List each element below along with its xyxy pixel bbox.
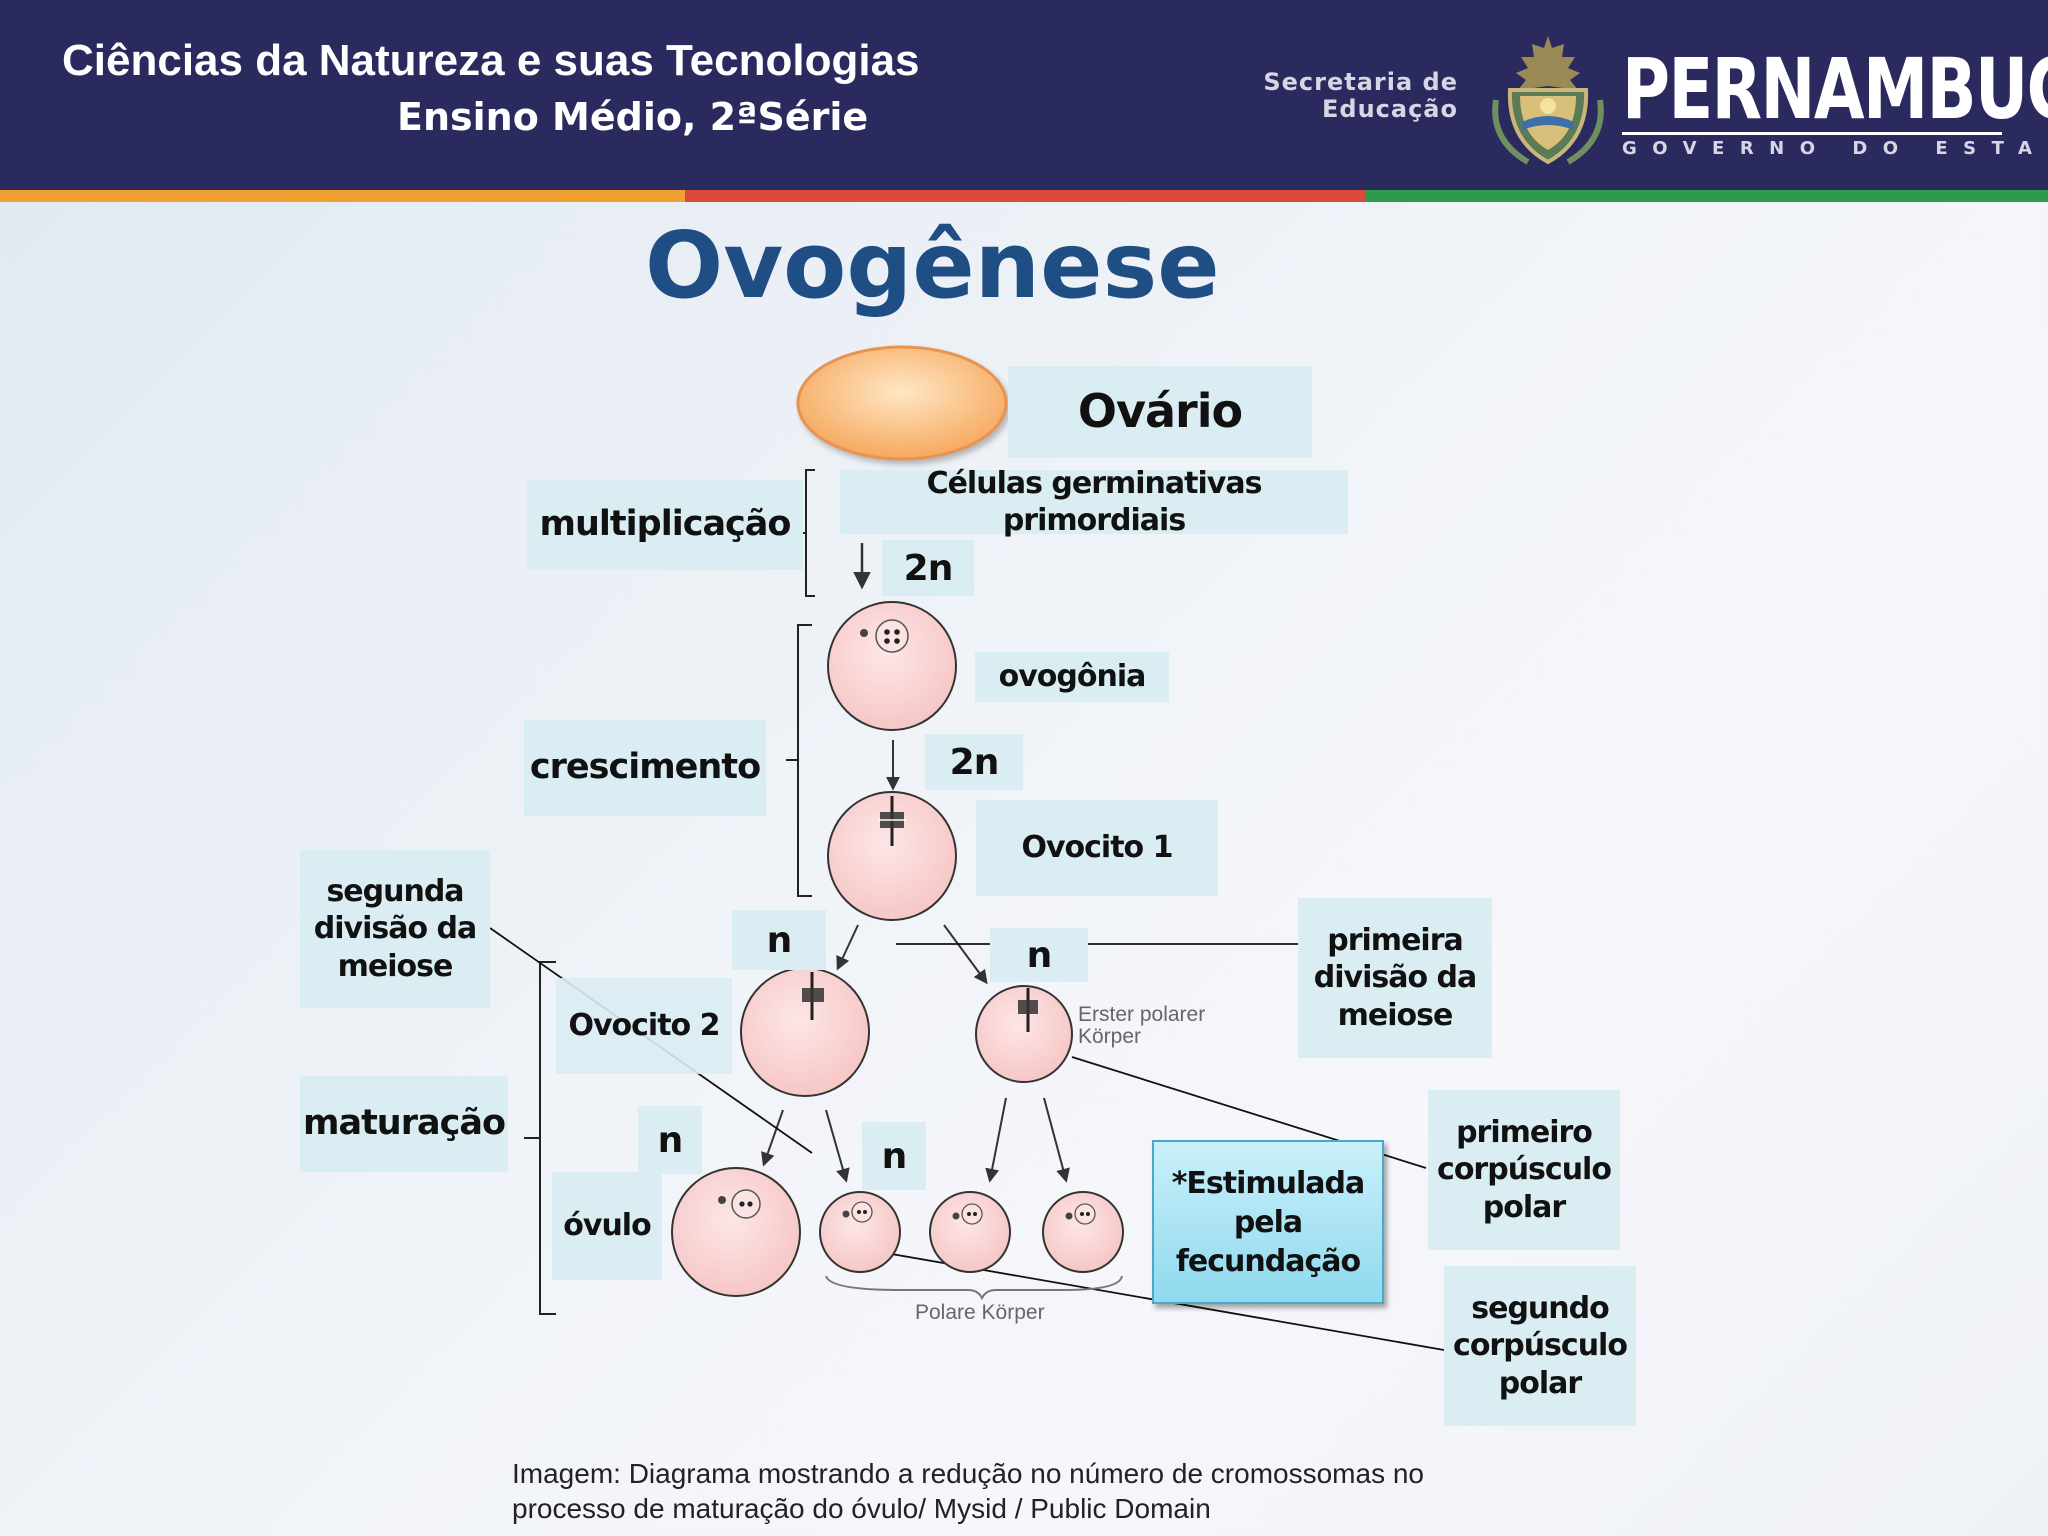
ovocito2-cell	[740, 967, 870, 1097]
ovulo-label: óvulo	[552, 1172, 662, 1280]
ovulo-cell	[671, 1167, 801, 1297]
pernambuco-seal-icon	[1492, 36, 1604, 165]
phase-crescimento: crescimento	[524, 720, 766, 816]
segundo-corpusculo-line2: corpúsculo	[1453, 1328, 1628, 1364]
segunda-divisao-label: segunda divisão da meiose	[300, 850, 490, 1008]
polar-body-b-cell	[929, 1191, 1011, 1273]
ovogonia-cell	[827, 601, 957, 731]
arrow-to-polar-b	[985, 1097, 1007, 1183]
erster-polarer-line1: Erster polarer	[1078, 1003, 1206, 1026]
header-stripe-green	[1365, 190, 2048, 202]
primeiro-corpusculo-label: primeiro corpúsculo polar	[1428, 1090, 1620, 1250]
phase-maturacao: maturação	[300, 1076, 508, 1172]
arrow-to-polar-a	[825, 1109, 850, 1183]
segunda-divisao-line3: meiose	[337, 948, 454, 984]
arrow-to-ovocito2	[836, 924, 859, 971]
header-bar: Ciências da Natureza e suas Tecnologias …	[0, 0, 2048, 190]
primeira-divisao-line3: meiose	[1337, 997, 1454, 1033]
erster-polarer-label: Erster polarer Körper	[1078, 1004, 1205, 1048]
polar-body-a-cell	[819, 1191, 901, 1273]
primeira-divisao-label: primeira divisão da meiose	[1298, 898, 1492, 1058]
estimulada-line1: *Estimulada	[1171, 1165, 1366, 1201]
ovogonia-label: ovogônia	[975, 652, 1169, 702]
ploidy-2n-b: 2n	[925, 734, 1023, 790]
primeira-divisao-line1: primeira	[1327, 922, 1463, 958]
polar-bodies-brace	[825, 1275, 1123, 1301]
erster-polarer-line2: Körper	[1078, 1025, 1142, 1048]
estimulada-line3: fecundação	[1175, 1243, 1361, 1279]
caption-line2: processo de maturação do óvulo/ Mysid / …	[512, 1493, 1211, 1524]
polare-korper-label: Polare Körper	[915, 1301, 1045, 1324]
phase-multiplicacao: multiplicação	[527, 480, 803, 570]
estimulada-box: *Estimulada pela fecundação	[1152, 1140, 1384, 1304]
bracket-crescimento	[786, 624, 812, 897]
ovary-label: Ovário	[1008, 366, 1312, 458]
secretaria-line1: Secretaria de	[1263, 68, 1458, 96]
germ-cells-label: Células germinativas primordiais	[840, 466, 1348, 538]
caption-line1: Imagem: Diagrama mostrando a redução no …	[512, 1458, 1424, 1489]
image-caption: Imagem: Diagrama mostrando a redução no …	[512, 1456, 1424, 1526]
ovocito1-label: Ovocito 1	[976, 800, 1218, 896]
arrow-to-ovulo	[761, 1109, 784, 1167]
segundo-corpusculo-line3: polar	[1498, 1365, 1582, 1401]
segunda-divisao-line2: divisão da	[313, 911, 477, 947]
state-tagline: GOVERNO DO ESTADO	[1622, 138, 2048, 159]
state-divider	[1622, 132, 2002, 135]
estimulada-line2: pela	[1233, 1204, 1303, 1240]
ploidy-2n-a: 2n	[882, 540, 974, 596]
bracket-maturacao	[524, 961, 556, 1315]
polar-body-c-cell	[1042, 1191, 1124, 1273]
secretaria-line2: Educação	[1322, 95, 1458, 123]
segundo-corpusculo-line1: segundo	[1471, 1290, 1609, 1326]
segunda-divisao-line1: segunda	[326, 873, 464, 909]
primeiro-corpusculo-line2: corpúsculo	[1437, 1152, 1612, 1188]
slide-title: Ovogênese	[645, 212, 1220, 319]
course-title: Ciências da Natureza e suas Tecnologias	[62, 36, 920, 85]
ovocito2-label: Ovocito 2	[556, 978, 732, 1074]
ploidy-n-2: n	[990, 928, 1088, 982]
header-stripe-red	[685, 190, 1365, 202]
course-subtitle: Ensino Médio, 2ªSérie	[397, 95, 869, 139]
first-polar-body-cell	[975, 985, 1073, 1083]
primeiro-corpusculo-line1: primeiro	[1456, 1114, 1593, 1150]
ploidy-n-4: n	[862, 1122, 926, 1190]
arrow-to-first-polar	[943, 924, 988, 985]
primeira-divisao-line2: divisão da	[1313, 960, 1477, 996]
ploidy-n-1: n	[732, 910, 826, 970]
arrow-to-polar-c	[1043, 1097, 1070, 1183]
ploidy-n-3: n	[638, 1106, 702, 1174]
state-name: PERNAMBUCO	[1622, 40, 2048, 138]
ovocito1-cell	[827, 791, 957, 921]
header-stripe-orange	[0, 190, 685, 202]
segundo-corpusculo-label: segundo corpúsculo polar	[1444, 1266, 1636, 1426]
ovary-shape	[796, 345, 1008, 461]
primeiro-corpusculo-line3: polar	[1482, 1189, 1566, 1225]
